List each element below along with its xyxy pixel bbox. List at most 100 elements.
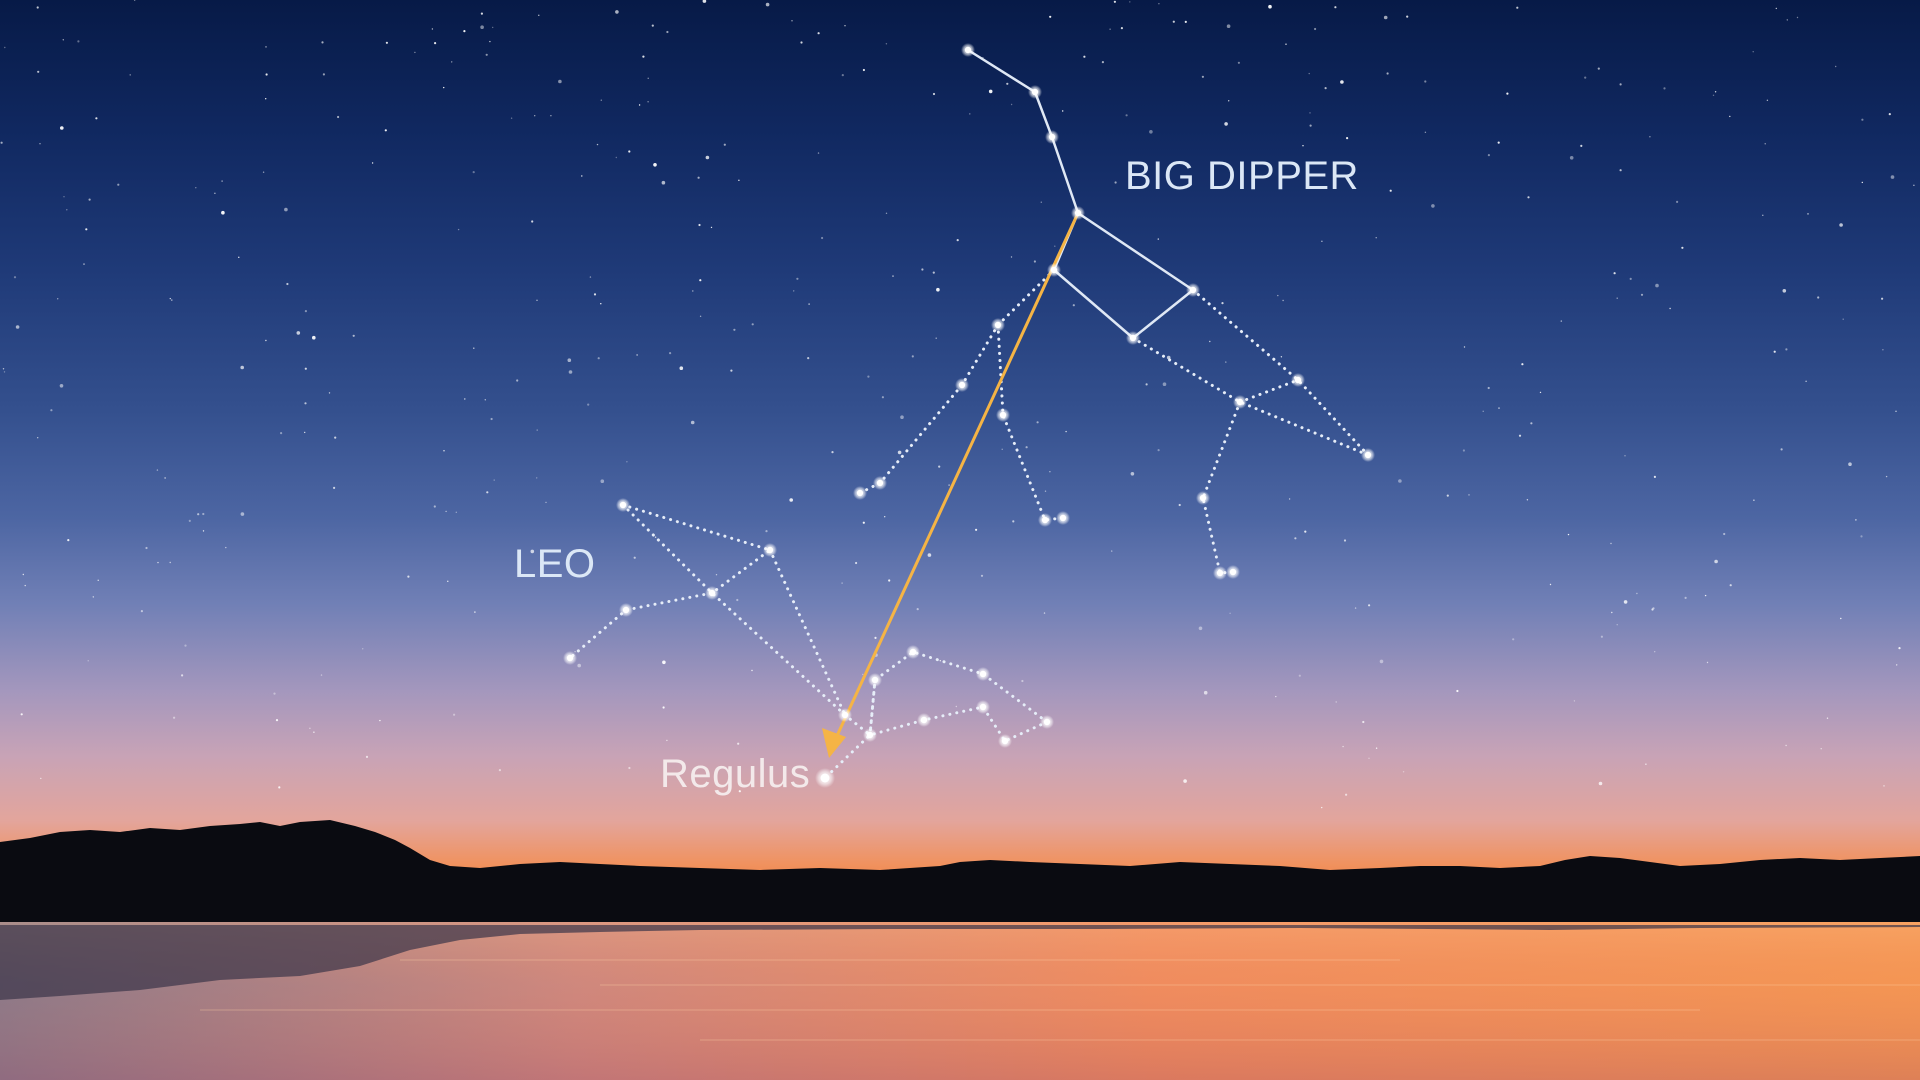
background-star: [1362, 720, 1365, 724]
background-star: [321, 41, 324, 44]
constellation-star: [766, 546, 774, 554]
background-star: [1785, 348, 1788, 351]
background-star: [666, 30, 669, 34]
background-star: [309, 727, 311, 729]
regulus-label: Regulus: [660, 752, 811, 796]
background-star: [173, 716, 176, 719]
background-star: [296, 331, 301, 335]
background-star: [600, 303, 602, 305]
background-star: [568, 370, 573, 374]
background-star: [157, 561, 159, 564]
background-star: [626, 461, 628, 463]
constellation-star: [622, 606, 630, 614]
background-star: [320, 674, 323, 676]
background-star: [1723, 532, 1726, 536]
background-star: [66, 209, 68, 211]
background-star: [841, 74, 844, 77]
background-star: [3, 371, 6, 373]
background-star: [1766, 99, 1769, 102]
background-star: [1569, 156, 1574, 160]
background-star: [1033, 260, 1036, 263]
background-star: [705, 155, 710, 160]
background-star: [1704, 594, 1707, 597]
background-star: [1229, 612, 1231, 614]
background-star: [1065, 430, 1067, 433]
constellation-star: [841, 711, 849, 719]
background-star: [40, 777, 42, 780]
background-star: [1516, 6, 1519, 9]
background-star: [1334, 6, 1337, 9]
background-star: [1183, 779, 1187, 783]
background-star: [225, 546, 227, 549]
background-star: [715, 574, 718, 576]
background-star: [1402, 771, 1405, 773]
background-star: [0, 141, 3, 144]
background-star: [455, 511, 457, 513]
background-star: [1335, 701, 1337, 703]
background-star: [2, 368, 5, 370]
background-star: [808, 303, 810, 305]
background-star: [1342, 745, 1344, 748]
background-star: [1530, 422, 1533, 425]
background-star: [1560, 320, 1563, 322]
background-star: [1113, 0, 1116, 3]
background-star: [37, 70, 40, 73]
background-star: [600, 99, 602, 101]
background-star: [1487, 386, 1490, 390]
background-star: [169, 297, 171, 300]
background-star: [697, 176, 700, 179]
background-star: [457, 228, 460, 231]
background-star: [892, 275, 894, 277]
background-star: [1044, 490, 1047, 492]
background-star: [534, 115, 536, 117]
background-star: [1653, 475, 1656, 478]
background-star: [765, 530, 768, 533]
background-star: [1277, 294, 1279, 297]
background-star: [885, 212, 888, 214]
background-star: [1424, 131, 1427, 133]
background-star: [480, 25, 484, 30]
background-star: [464, 398, 466, 400]
background-star: [510, 117, 513, 119]
background-star: [1040, 201, 1043, 203]
background-star: [1888, 113, 1891, 116]
background-star: [97, 579, 99, 581]
constellation-star: [1216, 569, 1224, 577]
constellation-stars: [563, 43, 1375, 788]
background-star: [1895, 410, 1897, 412]
background-star: [1896, 664, 1898, 666]
background-star: [485, 53, 488, 56]
background-star: [1785, 744, 1787, 747]
background-star: [1624, 455, 1626, 457]
background-star: [1157, 449, 1160, 452]
background-star: [789, 498, 793, 502]
background-star: [39, 143, 41, 145]
background-star: [1228, 100, 1230, 102]
treeline-reflection: [0, 925, 1920, 1000]
background-star: [451, 61, 453, 63]
treeline-silhouette: [0, 820, 1920, 925]
background-star: [938, 465, 941, 468]
background-star: [844, 25, 846, 27]
background-star: [145, 546, 148, 550]
constellation-star: [1229, 568, 1237, 576]
constellation-star: [1189, 286, 1197, 294]
constellation-star: [856, 489, 864, 497]
background-star: [932, 92, 936, 96]
background-star: [1049, 471, 1051, 473]
background-star: [1782, 289, 1787, 293]
background-star: [1172, 20, 1175, 23]
background-star: [1805, 380, 1807, 382]
background-star: [884, 516, 886, 518]
background-star: [1285, 43, 1287, 45]
background-star: [647, 101, 649, 103]
background-star: [862, 68, 866, 72]
background-star: [536, 429, 538, 431]
constellation-star: [979, 670, 987, 678]
background-star: [1375, 747, 1378, 749]
background-star: [1314, 27, 1317, 31]
background-star: [484, 399, 486, 401]
background-star: [1820, 748, 1822, 750]
background-star: [473, 347, 475, 349]
background-star: [1584, 76, 1587, 79]
